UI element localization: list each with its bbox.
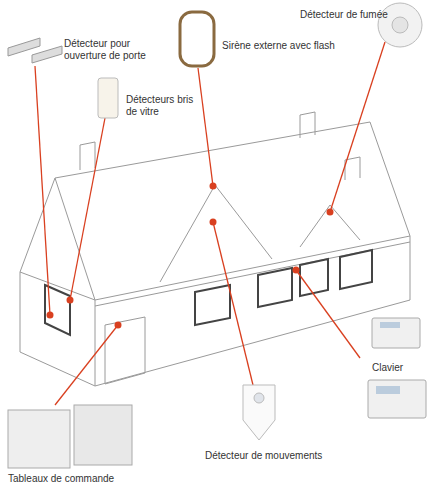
glass-break-sensor <box>98 78 118 118</box>
smoke-detector-core <box>392 17 408 33</box>
chimney <box>300 112 315 138</box>
device-label: Sirène externe avec flash <box>222 40 372 52</box>
device-label: Détecteurs bris de vitre <box>126 94 196 118</box>
device-label: Détecteur pour ouverture de porte <box>64 38 164 62</box>
marker-dot <box>115 322 122 329</box>
leader-line <box>330 42 385 212</box>
keypad-display <box>376 386 400 394</box>
door <box>105 317 145 384</box>
keypad-device <box>372 318 420 348</box>
leader-line <box>198 68 213 186</box>
window <box>195 285 230 325</box>
door-sensor <box>32 46 62 63</box>
window <box>258 268 292 307</box>
siren-device <box>180 12 214 66</box>
window <box>300 259 328 296</box>
control-panel <box>8 410 70 468</box>
chimney <box>80 142 95 170</box>
motion-lens <box>254 393 264 403</box>
keypad-device <box>368 380 426 418</box>
motion-detector <box>243 385 275 440</box>
leader-line <box>35 66 50 315</box>
roof-edge <box>370 122 410 236</box>
left-gable <box>20 178 95 300</box>
device-label: Détecteur de fumée <box>300 9 410 21</box>
leader-line <box>70 118 105 300</box>
fascia-line <box>95 242 410 306</box>
window <box>340 250 372 289</box>
device-label: Clavier <box>372 362 432 374</box>
door-sensor <box>8 38 40 56</box>
marker-dot <box>327 209 334 216</box>
leader-line <box>213 222 253 385</box>
dormer-gable <box>300 205 360 247</box>
control-panel <box>74 405 132 465</box>
front-wall <box>95 236 410 386</box>
device-label: Détecteur de mouvements <box>205 450 365 462</box>
device-label: Tableaux de commande <box>8 473 148 485</box>
marker-dot <box>210 219 217 226</box>
marker-dot <box>47 312 54 319</box>
leader-line <box>296 270 360 358</box>
keypad-display <box>380 322 400 328</box>
marker-dot <box>293 267 300 274</box>
leader-line <box>55 325 118 405</box>
marker-dot <box>67 297 74 304</box>
marker-dot <box>210 183 217 190</box>
